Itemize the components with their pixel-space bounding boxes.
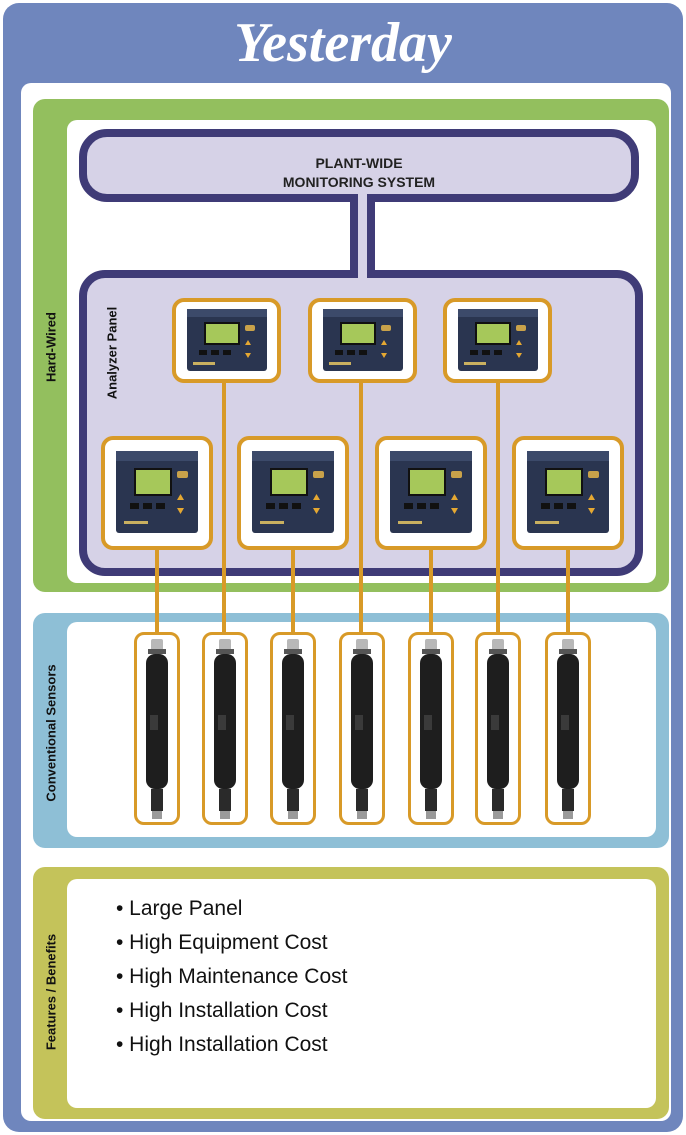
analyzer-unit (443, 298, 552, 383)
sensor-icon (557, 639, 579, 819)
page-title: Yesterday (234, 12, 452, 74)
analyzer-icon (527, 451, 609, 533)
sensor-probe (545, 632, 591, 825)
sensor-icon (420, 639, 442, 819)
list-item: • High Installation Cost (116, 999, 328, 1022)
panel-connector (350, 194, 375, 278)
analyzer-icon (187, 309, 267, 371)
sensor-probe (202, 632, 248, 825)
sensor-icon (282, 639, 304, 819)
analyzer-icon (323, 309, 403, 371)
sensor-icon (351, 639, 373, 819)
monitoring-system-label: PLANT-WIDE MONITORING SYSTEM (282, 155, 436, 190)
sensor-icon (146, 639, 168, 819)
sensor-probe (339, 632, 385, 825)
features-benefits-content (67, 879, 656, 1108)
analyzer-icon (390, 451, 472, 533)
sensor-probe (134, 632, 180, 825)
analyzer-unit (101, 436, 213, 550)
analyzer-unit (375, 436, 487, 550)
analyzer-icon (252, 451, 334, 533)
analyzer-unit (237, 436, 349, 550)
sensor-icon (487, 639, 509, 819)
analyzer-unit (308, 298, 417, 383)
analyzer-unit (512, 436, 624, 550)
list-item: • High Installation Cost (116, 1033, 328, 1056)
features-benefits-section: Features / Benefits (33, 867, 669, 1119)
sensor-probe (408, 632, 454, 825)
sensor-probe (475, 632, 521, 825)
list-item: • High Maintenance Cost (116, 965, 348, 988)
list-item: • High Equipment Cost (116, 931, 328, 954)
benefits-list: • Large Panel • High Equipment Cost • Hi… (116, 892, 347, 1062)
analyzer-icon (458, 309, 538, 371)
sensor-icon (214, 639, 236, 819)
sensor-probe (270, 632, 316, 825)
analyzer-icon (116, 451, 198, 533)
analyzer-unit (172, 298, 281, 383)
list-item: • Large Panel (116, 897, 243, 920)
